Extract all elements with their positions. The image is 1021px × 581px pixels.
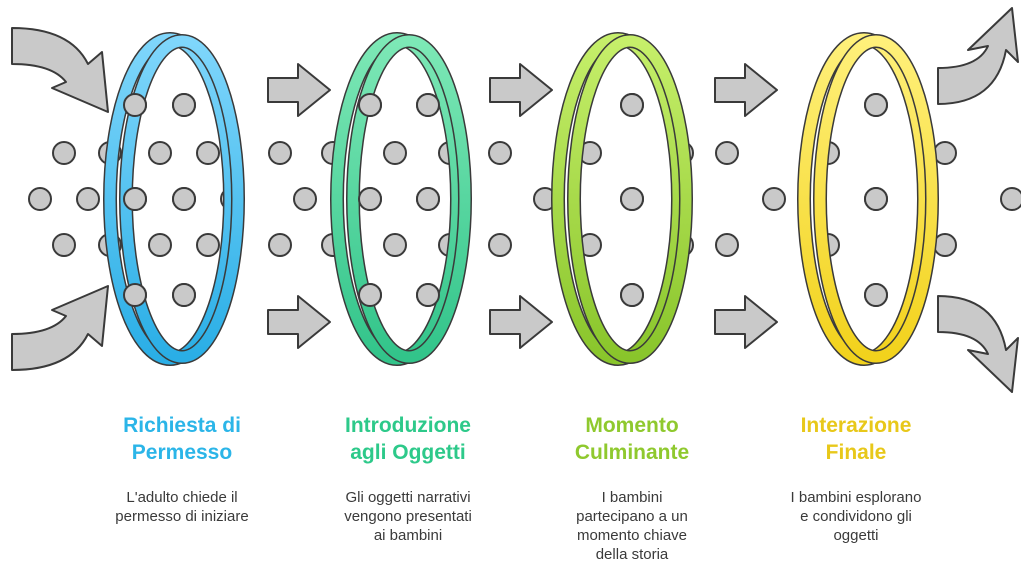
stage-description-line: momento chiave: [576, 527, 688, 544]
stage-title-line: Richiesta di: [123, 414, 241, 437]
particle-icon: [123, 283, 147, 307]
particle-icon: [416, 93, 440, 117]
particle-icon: [358, 187, 382, 211]
particle-icon: [196, 233, 220, 257]
particle-icon: [715, 233, 739, 257]
particle-icon: [383, 233, 407, 257]
right-arrow-icon: [714, 295, 778, 349]
particle-icon: [358, 93, 382, 117]
stage-title: Richiesta di Permesso: [87, 412, 277, 466]
particle-icon: [715, 141, 739, 165]
stage-title-line: Permesso: [131, 441, 233, 464]
stage-description-line: L'adulto chiede il: [126, 489, 238, 506]
stage-title-line: Momento: [585, 414, 679, 437]
funnel-diagram: [11, 7, 1021, 393]
particle-icon: [172, 283, 196, 307]
particle-icon: [52, 233, 76, 257]
curved-arrow-icon: [11, 285, 109, 371]
right-arrow-icon: [267, 295, 331, 349]
stage-title-line: Introduzione: [345, 414, 471, 437]
right-arrow-icon: [714, 63, 778, 117]
stage-description-line: I bambini: [601, 489, 663, 506]
particle-icon: [148, 141, 172, 165]
particle-icon: [620, 283, 644, 307]
right-arrow-icon: [489, 63, 553, 117]
particle-icon: [358, 283, 382, 307]
stage-title-line: agli Oggetti: [350, 441, 466, 464]
particle-icon: [123, 93, 147, 117]
particle-icon: [488, 233, 512, 257]
stage-description-line: permesso di iniziare: [115, 508, 249, 525]
stage-description: Gli oggetti narrativi vengono presentati a…: [313, 488, 503, 545]
particle-icon: [123, 187, 147, 211]
particle-icon: [28, 187, 52, 211]
particle-icon: [383, 141, 407, 165]
particle-icon: [293, 187, 317, 211]
particle-icon: [488, 141, 512, 165]
curved-arrow-icon: [937, 295, 1019, 393]
curved-arrow-icon: [937, 7, 1019, 105]
stage-description: I bambini partecipano a un momento chiave d…: [537, 488, 727, 564]
particle-icon: [76, 187, 100, 211]
particle-icon: [864, 187, 888, 211]
stage-description-line: Gli oggetti narrativi: [345, 489, 471, 506]
particle-icon: [172, 187, 196, 211]
particle-icon: [416, 283, 440, 307]
particle-icon: [864, 93, 888, 117]
stage-description: L'adulto chiede il permesso di iniziare: [87, 488, 277, 526]
stage-description-line: e condividono gli: [800, 508, 912, 525]
particle-icon: [268, 141, 292, 165]
particle-icon: [172, 93, 196, 117]
particle-icon: [52, 141, 76, 165]
stage-description-line: oggetti: [833, 527, 879, 544]
particle-icon: [620, 187, 644, 211]
stage-title-line: Interazione: [800, 414, 912, 437]
right-arrow-icon: [489, 295, 553, 349]
particle-icon: [1000, 187, 1021, 211]
particle-icon: [148, 233, 172, 257]
particle-icon: [268, 233, 292, 257]
stage-title-line: Finale: [825, 441, 887, 464]
stage-description-line: vengono presentati: [344, 508, 472, 525]
particle-icon: [196, 141, 220, 165]
stage-title-line: Culminante: [574, 441, 690, 464]
stage-title: Introduzione agli Oggetti: [313, 412, 503, 466]
curved-arrow-icon: [11, 27, 109, 113]
particle-icon: [864, 283, 888, 307]
stage-description-line: partecipano a un: [576, 508, 688, 525]
stage-description-line: I bambini esplorano: [790, 489, 922, 506]
particle-icon: [762, 187, 786, 211]
right-arrow-icon: [267, 63, 331, 117]
stage-description-line: della storia: [595, 546, 669, 563]
particle-icon: [620, 93, 644, 117]
stage-description: I bambini esplorano e condividono gli ogge…: [761, 488, 951, 545]
particle-icon: [416, 187, 440, 211]
stage-description-line: ai bambini: [373, 527, 443, 544]
